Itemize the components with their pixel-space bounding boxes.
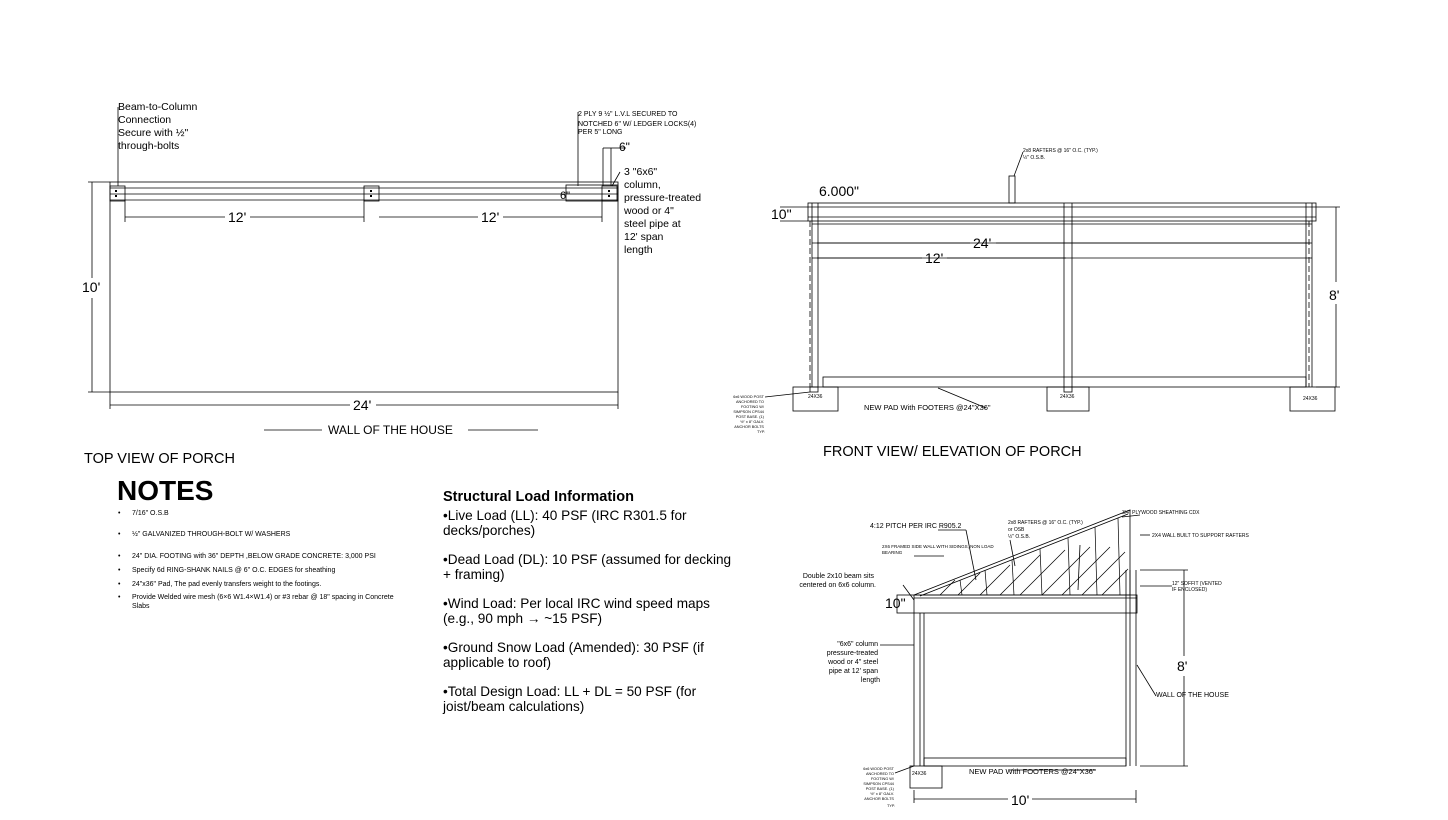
side-post-note: 6x6 WOOD POST ANCHORED TO FOOTING W/ SIM… xyxy=(863,767,895,808)
side-pad-note: NEW PAD With FOOTERS @24"X36" xyxy=(969,767,1096,776)
pitch-note: 4:12 PITCH PER IRC R905.2 xyxy=(870,523,962,530)
notes-list: 7/16" O.S.B ½" GALVANIZED THROUGH-BOLT W… xyxy=(118,509,398,611)
side-view-section: 4:12 PITCH PER IRC R905.2 2x8 RAFTERS @ … xyxy=(799,509,1250,808)
side-slab xyxy=(923,757,1127,767)
load-text: Live Load (LL): 40 PSF (IRC R301.5 for d… xyxy=(443,508,687,538)
note-item: 7/16" O.S.B xyxy=(118,509,398,518)
porch-slab-outline xyxy=(109,181,619,393)
beam-column-note: Beam-to-Column Connection Secure with ½"… xyxy=(118,101,200,152)
front-footing-label-left: 24X36 xyxy=(808,394,823,400)
note-item: 24" DIA. FOOTING with 36" DEPTH ,BELOW G… xyxy=(118,552,398,561)
side-dim-10ft: 10' xyxy=(1011,792,1029,808)
footing-right xyxy=(1289,386,1336,412)
load-text: Wind Load: Per local IRC wind speed maps… xyxy=(443,596,710,626)
plywood-note: 3/4" PLYWOOD SHEATHING CDX xyxy=(1122,510,1200,516)
load-item: Dead Load (DL): 10 PSF (assumed for deck… xyxy=(443,552,733,582)
dim-span-left: 12' xyxy=(228,209,246,225)
wall-built-note: 2X4 WALL BUILT TO SUPPORT RAFTERS xyxy=(1152,533,1250,539)
load-text: Dead Load (DL): 10 PSF (assumed for deck… xyxy=(443,552,732,582)
load-text: Ground Snow Load (Amended): 30 PSF (if a… xyxy=(443,640,704,670)
side-footing-label: 24X36 xyxy=(912,771,927,777)
dim-width: 24' xyxy=(353,397,371,413)
dim-span-right: 12' xyxy=(481,209,499,225)
side-wall-label: WALL OF THE HOUSE xyxy=(1156,692,1229,699)
front-post-note: 6x6 WOOD POST ANCHORED TO FOOTING W/ SIM… xyxy=(733,395,765,434)
top-view-plan: Beam-to-Column Connection Secure with ½"… xyxy=(82,101,704,467)
framed-wall-note: 2X6 FRAMED SIDE WALL WITH SIDINGS, NON L… xyxy=(882,544,995,555)
load-text: Total Design Load: LL + DL = 50 PSF (for… xyxy=(443,684,697,714)
front-view-title: FRONT VIEW/ ELEVATION OF PORCH xyxy=(823,444,1082,460)
front-footing-label-center: 24X36 xyxy=(1060,394,1075,400)
dim-6in-side: 6" xyxy=(560,190,570,202)
top-view-title: TOP VIEW OF PORCH xyxy=(84,451,235,467)
note-item: Specify 6d RING-SHANK NAILS @ 6" O.C. ED… xyxy=(118,566,398,575)
structural-load-title: Structural Load Information xyxy=(443,489,634,505)
side-dim-10in: 10" xyxy=(885,595,906,611)
side-footing xyxy=(909,765,943,789)
front-pad-note: NEW PAD With FOOTERS @24"X36" xyxy=(864,403,991,412)
note-item: Provide Welded wire mesh (6×6 W1.4×W1.4)… xyxy=(118,593,398,611)
note-item: ½" GALVANIZED THROUGH-BOLT W/ WASHERS xyxy=(118,530,398,539)
wall-of-house-label: WALL OF THE HOUSE xyxy=(328,423,453,437)
side-column-note: "6x6" column pressure-treated wood or 4"… xyxy=(827,641,880,684)
lvl-note: 2 PLY 9 ½" L.V.L SECURED TO NOTCHED 6" W… xyxy=(578,110,698,136)
front-view-elevation: 2x8 RAFTERS @ 16" O.C. (TYP.) ½" O.S.B. … xyxy=(733,148,1340,460)
front-beam xyxy=(807,202,1317,222)
load-item: Wind Load: Per local IRC wind speed maps… xyxy=(443,596,733,626)
structural-load-info: Structural Load Information Live Load (L… xyxy=(443,490,733,728)
front-dim-24ft: 24' xyxy=(973,235,991,251)
front-footing-label-right: 24X36 xyxy=(1303,396,1318,402)
soffit-note: 12" SOFFIT (VENTED IF ENCLOSED) xyxy=(1172,581,1223,593)
note-text: 24"x36" Pad, The pad evenly transfers we… xyxy=(132,581,322,588)
load-item: Ground Snow Load (Amended): 30 PSF (if a… xyxy=(443,640,733,670)
side-rafters-note: 2x8 RAFTERS @ 16" O.C. (TYP.) or OSB ½" … xyxy=(1008,520,1084,540)
front-rafters-note: 2x8 RAFTERS @ 16" O.C. (TYP.) ½" O.S.B. xyxy=(1023,148,1099,161)
side-dim-8ft: 8' xyxy=(1177,658,1187,674)
front-dim-10in: 10" xyxy=(771,206,792,222)
side-beam-note: Double 2x10 beam sits centered on 6x6 co… xyxy=(799,573,876,589)
dim-6in-top: 6" xyxy=(619,140,630,154)
front-dim-8ft: 8' xyxy=(1329,287,1339,303)
note-text: 24" DIA. FOOTING with 36" DEPTH ,BELOW G… xyxy=(132,553,376,560)
load-item: Total Design Load: LL + DL = 50 PSF (for… xyxy=(443,684,733,714)
note-item: 24"x36" Pad, The pad evenly transfers we… xyxy=(118,580,398,589)
load-item: Live Load (LL): 40 PSF (IRC R301.5 for d… xyxy=(443,508,733,538)
note-text: 7/16" O.S.B xyxy=(132,510,169,517)
note-text: Provide Welded wire mesh (6×6 W1.4×W1.4)… xyxy=(132,594,394,610)
front-dim-beam: 6.000" xyxy=(819,183,859,199)
column-note: 3 "6x6" column, pressure-treated wood or… xyxy=(623,166,704,256)
notes-title: NOTES xyxy=(117,475,214,506)
side-beam xyxy=(896,594,1138,614)
dim-depth: 10' xyxy=(82,279,100,295)
column-center xyxy=(363,185,380,202)
column-left xyxy=(109,185,126,202)
front-dim-12ft: 12' xyxy=(925,250,943,266)
lvl-ledger-bracket xyxy=(565,184,619,202)
roof-hatch xyxy=(939,517,1129,596)
front-slab xyxy=(822,376,1307,388)
note-text: Specify 6d RING-SHANK NAILS @ 6" O.C. ED… xyxy=(132,567,336,574)
note-text: ½" GALVANIZED THROUGH-BOLT W/ WASHERS xyxy=(132,531,291,538)
